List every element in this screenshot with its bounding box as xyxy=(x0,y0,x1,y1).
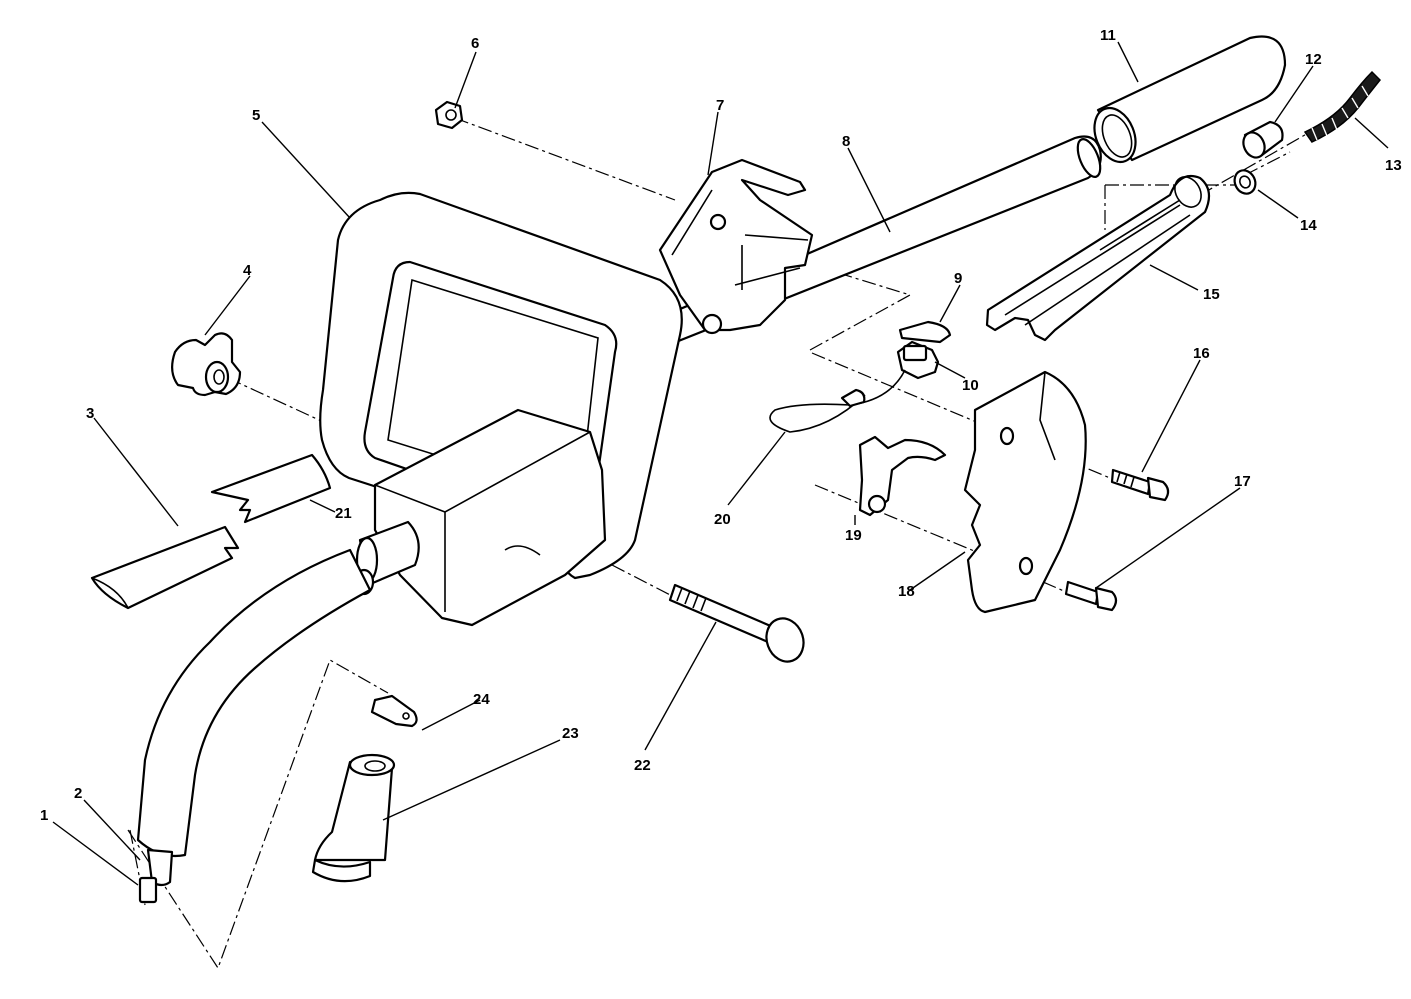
shaft-sleeve xyxy=(1093,35,1287,164)
callout-12: 12 xyxy=(1305,51,1322,68)
callout-23: 23 xyxy=(562,725,579,742)
bent-tube xyxy=(136,548,372,904)
callout-16: 16 xyxy=(1193,345,1210,362)
trigger-housing-rail xyxy=(985,174,1211,342)
callout-18: 18 xyxy=(898,583,915,600)
callout-6: 6 xyxy=(471,35,479,52)
callout-11: 11 xyxy=(1100,27,1116,44)
callout-1: 1 xyxy=(40,807,48,824)
wire-lead xyxy=(769,369,906,433)
grip-sleeve-section xyxy=(210,453,332,524)
callout-10: 10 xyxy=(962,377,979,394)
grip-sleeve xyxy=(90,525,240,610)
screw-lower xyxy=(1064,580,1118,612)
side-cover xyxy=(963,370,1087,614)
callout-17: 17 xyxy=(1234,473,1251,490)
cap xyxy=(898,320,952,344)
callout-4: 4 xyxy=(243,262,252,279)
grip-housing xyxy=(373,408,607,627)
knob xyxy=(171,332,242,397)
callout-5: 5 xyxy=(252,107,260,124)
washer xyxy=(1233,169,1257,195)
clip xyxy=(370,694,418,728)
callout-9: 9 xyxy=(954,270,962,287)
handle-bracket xyxy=(658,158,814,335)
screw-upper xyxy=(1110,468,1170,502)
carriage-bolt xyxy=(668,583,805,663)
drive-cable xyxy=(1303,70,1382,143)
callout-20: 20 xyxy=(714,511,731,528)
callout-19: 19 xyxy=(845,527,862,544)
ferrule xyxy=(311,753,396,883)
trigger xyxy=(858,435,947,517)
callout-7: 7 xyxy=(716,97,724,114)
callout-2: 2 xyxy=(74,785,82,802)
callout-labels: 1 2 3 4 5 6 7 8 9 10 11 12 13 14 15 16 1… xyxy=(40,27,1402,824)
nut xyxy=(434,100,464,130)
callout-8: 8 xyxy=(842,133,850,150)
callout-22: 22 xyxy=(634,757,651,774)
callout-14: 14 xyxy=(1300,217,1317,234)
callout-3: 3 xyxy=(86,405,94,422)
callout-21: 21 xyxy=(335,505,352,522)
bushing xyxy=(1242,120,1284,159)
leader-lines xyxy=(52,41,1389,886)
callout-15: 15 xyxy=(1203,286,1220,303)
callout-13: 13 xyxy=(1385,157,1402,174)
callout-24: 24 xyxy=(473,691,490,708)
